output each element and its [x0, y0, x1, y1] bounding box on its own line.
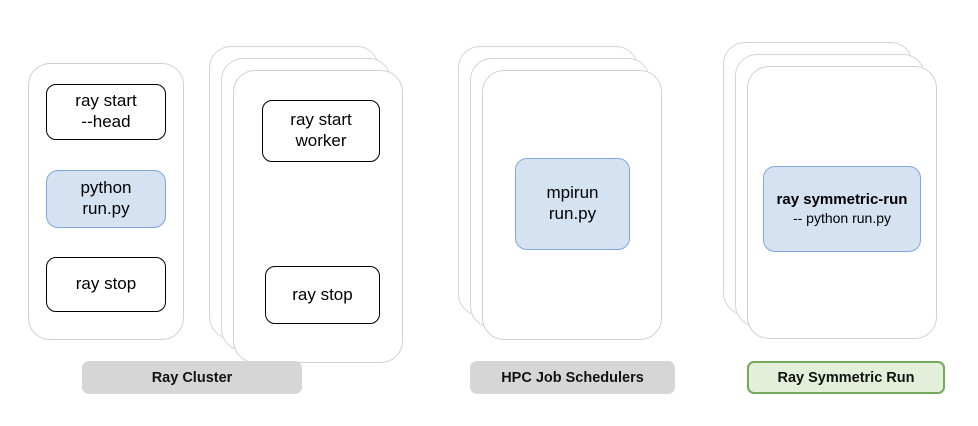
- command-line: mpirun: [546, 183, 599, 203]
- command-line: ray stop: [75, 274, 137, 294]
- command-line: ray stop: [292, 284, 353, 304]
- command-line: --head: [81, 112, 131, 131]
- group-label-text: Ray Symmetric Run: [777, 369, 915, 386]
- group-label-text: Ray Cluster: [151, 369, 233, 386]
- command-ray-start-worker[interactable]: ray start worker: [262, 100, 380, 162]
- command-line: ray start: [75, 91, 137, 111]
- group-label-ray-symmetric-run: Ray Symmetric Run: [747, 361, 945, 394]
- command-mpirun-run-py[interactable]: mpirun run.py: [515, 158, 630, 250]
- command-python-run-py[interactable]: python run.py: [46, 170, 166, 228]
- command-ray-symmetric-run[interactable]: ray symmetric-run -- python run.py: [763, 166, 921, 252]
- group-label-text: HPC Job Schedulers: [501, 369, 644, 386]
- group-label-ray-cluster: Ray Cluster: [82, 361, 302, 394]
- command-line: worker: [295, 131, 347, 150]
- group-label-hpc-job-schedulers: HPC Job Schedulers: [470, 361, 675, 394]
- command-line: ray symmetric-run: [776, 191, 908, 209]
- command-ray-start-head[interactable]: ray start --head: [46, 84, 166, 140]
- command-ray-stop-head[interactable]: ray stop: [46, 257, 166, 312]
- command-line: run.py: [548, 204, 597, 223]
- command-line: run.py: [82, 199, 130, 218]
- command-line: python: [80, 178, 132, 198]
- command-ray-stop-worker[interactable]: ray stop: [265, 266, 380, 324]
- command-line: ray start: [290, 110, 352, 130]
- command-line: -- python run.py: [792, 209, 892, 226]
